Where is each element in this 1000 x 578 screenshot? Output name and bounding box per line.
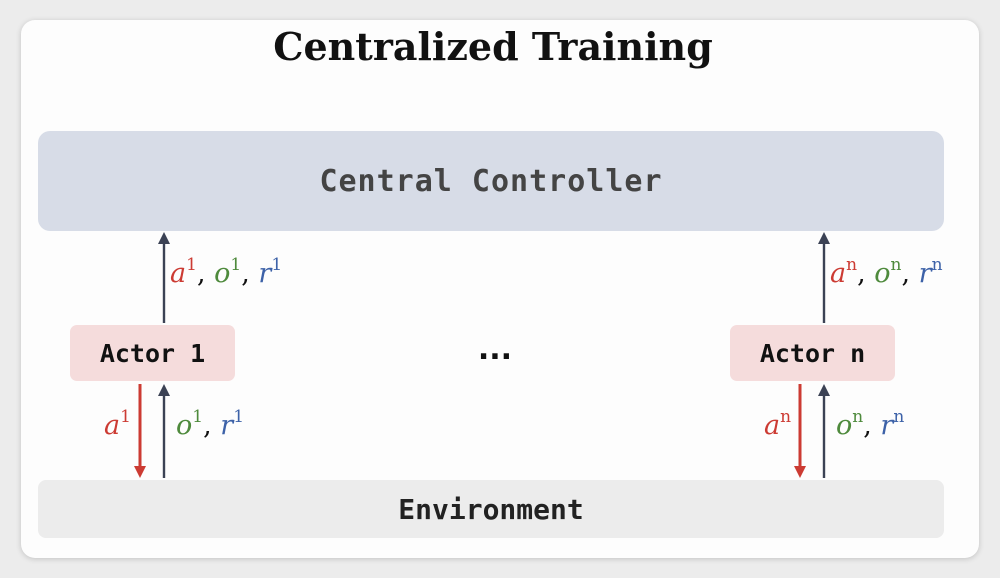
central-controller-box: Central Controller (38, 131, 944, 231)
action-symbol: a (104, 410, 121, 441)
actor-n-box: Actor n (730, 325, 895, 381)
reward-index: 1 (271, 255, 283, 275)
actor-1-box: Actor 1 (70, 325, 235, 381)
separator: , (241, 258, 250, 289)
diagram-title: Centralized Training (273, 24, 713, 69)
separator: , (203, 410, 212, 441)
reward-symbol: r (220, 410, 234, 441)
label-actorn-up: an, on, rn (830, 255, 943, 289)
actor-n-label: Actor n (759, 338, 866, 368)
action-symbol: a (764, 410, 781, 441)
separator: , (901, 258, 911, 289)
separator: , (863, 410, 872, 441)
environment-label: Environment (398, 492, 584, 526)
label-actor1-up: a1, o1, r1 (170, 255, 282, 289)
observation-symbol: o (836, 410, 853, 441)
observation-symbol: o (214, 258, 231, 289)
label-actorn-obs-reward: on, rn (836, 407, 904, 441)
actor-1-label: Actor 1 (99, 338, 206, 368)
central-controller-label: Central Controller (319, 163, 663, 199)
action-symbol: a (170, 258, 187, 289)
label-actor1-action: a1 (104, 407, 131, 441)
action-symbol: a (830, 258, 847, 289)
separator: , (857, 258, 866, 289)
environment-box: Environment (38, 480, 944, 538)
ellipsis: ... (477, 332, 513, 367)
diagram-card (21, 20, 979, 558)
action-index: 1 (120, 407, 131, 427)
reward-symbol: r (880, 410, 894, 441)
action-index: 1 (186, 255, 197, 275)
reward-index: 1 (233, 407, 245, 427)
reward-index: n (893, 407, 905, 427)
observation-symbol: o (874, 258, 891, 289)
reward-symbol: r (258, 258, 272, 289)
observation-symbol: o (176, 410, 193, 441)
reward-index: n (931, 255, 943, 275)
reward-symbol: r (918, 258, 932, 289)
separator: , (196, 258, 206, 289)
observation-index: n (852, 407, 864, 427)
label-actor1-obs-reward: o1, r1 (176, 407, 244, 441)
observation-index: 1 (230, 255, 242, 275)
action-index: n (780, 407, 792, 427)
observation-index: 1 (192, 407, 204, 427)
action-index: n (846, 255, 858, 275)
observation-index: n (890, 255, 902, 275)
label-actorn-action: an (764, 407, 791, 441)
